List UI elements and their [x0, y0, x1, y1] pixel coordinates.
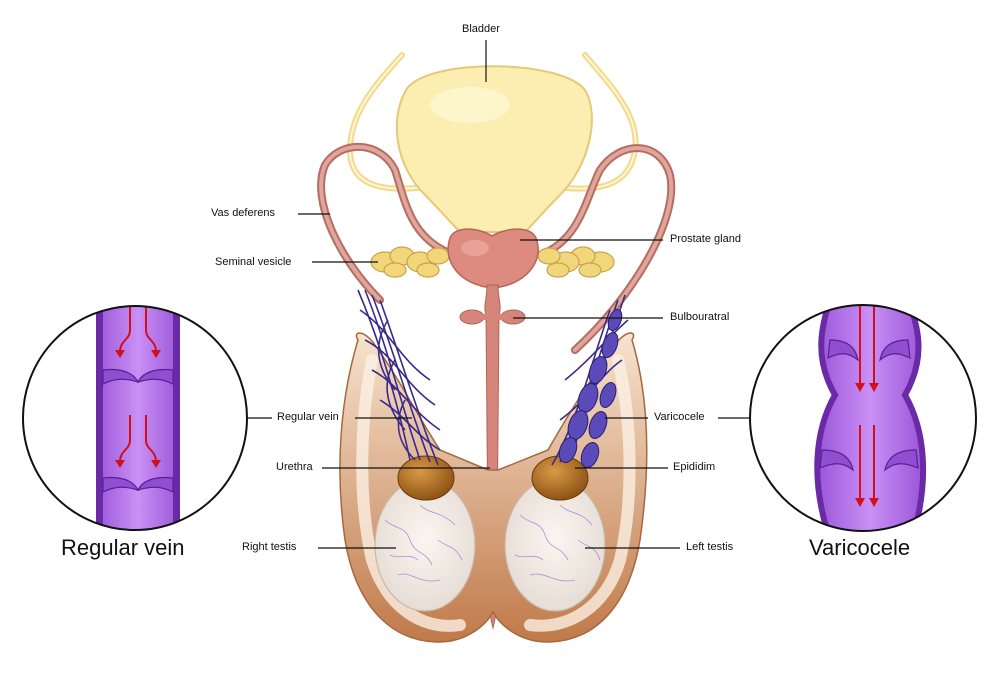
epididymis-left	[531, 455, 589, 501]
regular-vein-plexus	[357, 289, 441, 466]
leader-lines	[246, 40, 750, 549]
label-regular-vein: Regular vein	[277, 411, 339, 423]
seminal-vesicle-right	[537, 246, 615, 278]
label-right-testis: Right testis	[242, 541, 297, 553]
varicocele-plexus	[551, 294, 629, 469]
label-prostate-gland: Prostate gland	[670, 233, 741, 245]
epididymis-right	[397, 455, 455, 501]
label-vas-deferens: Vas deferens	[211, 207, 276, 219]
label-varicocele: Varicocele	[654, 411, 705, 423]
label-seminal-vesicle: Seminal vesicle	[215, 256, 292, 268]
caption-varicocele: Varicocele	[809, 535, 911, 560]
label-urethra: Urethra	[276, 461, 313, 473]
label-epididim: Epididim	[673, 461, 716, 473]
varicocele-inset	[749, 304, 977, 532]
seminal-vesicle-left	[370, 246, 450, 278]
label-left-testis: Left testis	[686, 541, 734, 553]
label-bulbouratral: Bulbouratral	[670, 311, 730, 323]
regular-vein-inset	[22, 305, 248, 531]
caption-regular-vein: Regular vein	[61, 535, 185, 560]
label-bladder: Bladder	[462, 23, 500, 35]
prostate-gland	[447, 228, 539, 289]
